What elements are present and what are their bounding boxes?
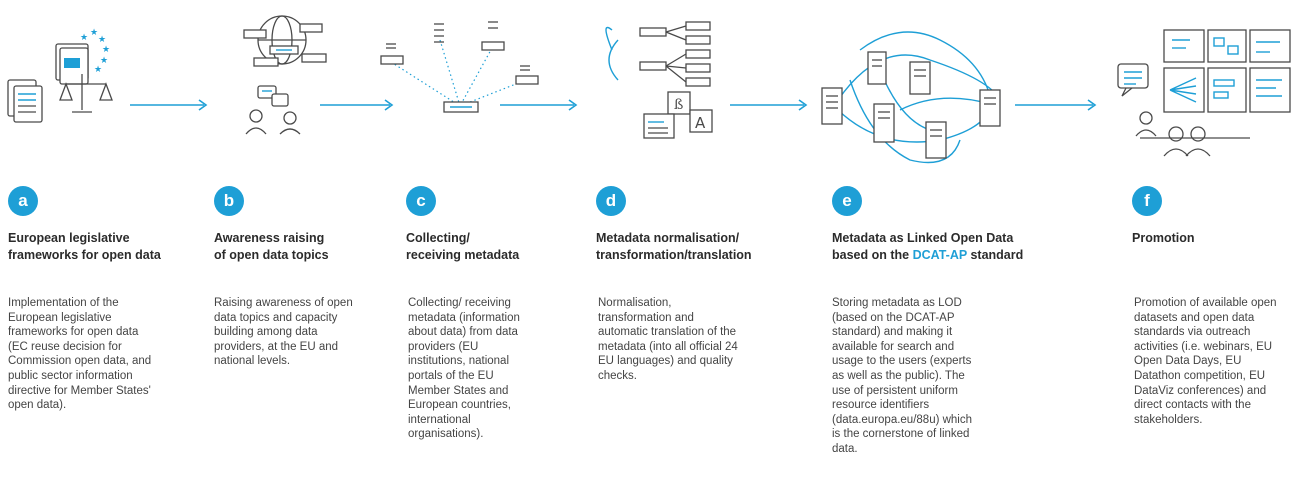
legislation-scales-icon: ★ ★ ★ ★ ★ ★: [7, 27, 113, 123]
step-e: e Metadata as Linked Open Data based on …: [832, 186, 1024, 264]
svg-text:★: ★: [98, 34, 106, 44]
awareness-people-icon: [243, 15, 327, 135]
step-e-description: Storing metadata as LOD (based on the DC…: [832, 297, 973, 455]
svg-text:★: ★: [102, 44, 110, 54]
promotion-dashboard-icon: [1117, 29, 1291, 157]
step-badge: a: [8, 186, 38, 216]
linked-data-network-icon: [821, 31, 1001, 164]
step-c-description: Collecting/ receiving metadata (informat…: [408, 297, 520, 441]
flow-arrow-e-f: [1015, 99, 1097, 111]
step-a-description: Implementation of the European legislati…: [8, 297, 152, 412]
svg-text:★: ★: [94, 64, 102, 74]
step-b: b Awareness raising of open data topics: [214, 186, 404, 264]
step-title: Metadata as Linked Open Data based on th…: [832, 231, 1024, 262]
step-b-description: Raising awareness of open data topics an…: [214, 297, 353, 368]
flow-arrow-a-b: [130, 99, 208, 111]
step-badge: b: [214, 186, 244, 216]
step-title: European legislative frameworks for open…: [8, 231, 161, 262]
collecting-metadata-icon: [380, 21, 539, 113]
flow-arrow-b-c: [320, 99, 394, 111]
svg-text:★: ★: [100, 55, 108, 65]
flow-arrow-d-e: [730, 99, 808, 111]
svg-text:ß: ß: [674, 97, 683, 113]
svg-text:★: ★: [90, 27, 98, 37]
dcat-ap-highlight: DCAT-AP: [912, 248, 967, 262]
flow-arrow-c-d: [500, 99, 578, 111]
step-f-description: Promotion of available open datasets and…: [1134, 297, 1277, 426]
step-d-description: Normalisation, transformation and automa…: [598, 297, 738, 382]
step-c: c Collecting/ receiving metadata: [406, 186, 596, 264]
step-title: Collecting/ receiving metadata: [406, 231, 520, 262]
illustrations-strip: .k { fill: none; stroke: #4a4a4a; stroke…: [7, 15, 1291, 164]
step-d: d Metadata normalisation/ transformation…: [596, 186, 786, 264]
svg-text:A: A: [695, 114, 706, 132]
step-badge: d: [596, 186, 626, 216]
step-title: Metadata normalisation/ transformation/t…: [596, 231, 752, 262]
svg-text:★: ★: [80, 32, 88, 42]
step-badge: f: [1132, 186, 1162, 216]
step-badge: e: [832, 186, 862, 216]
step-title: Awareness raising of open data topics: [214, 231, 329, 262]
step-a: a European legislative frameworks for op…: [8, 186, 198, 264]
step-title: Promotion: [1132, 231, 1195, 245]
step-badge: c: [406, 186, 436, 216]
translation-icon: ß A: [605, 21, 713, 139]
step-f: f Promotion: [1132, 186, 1307, 247]
